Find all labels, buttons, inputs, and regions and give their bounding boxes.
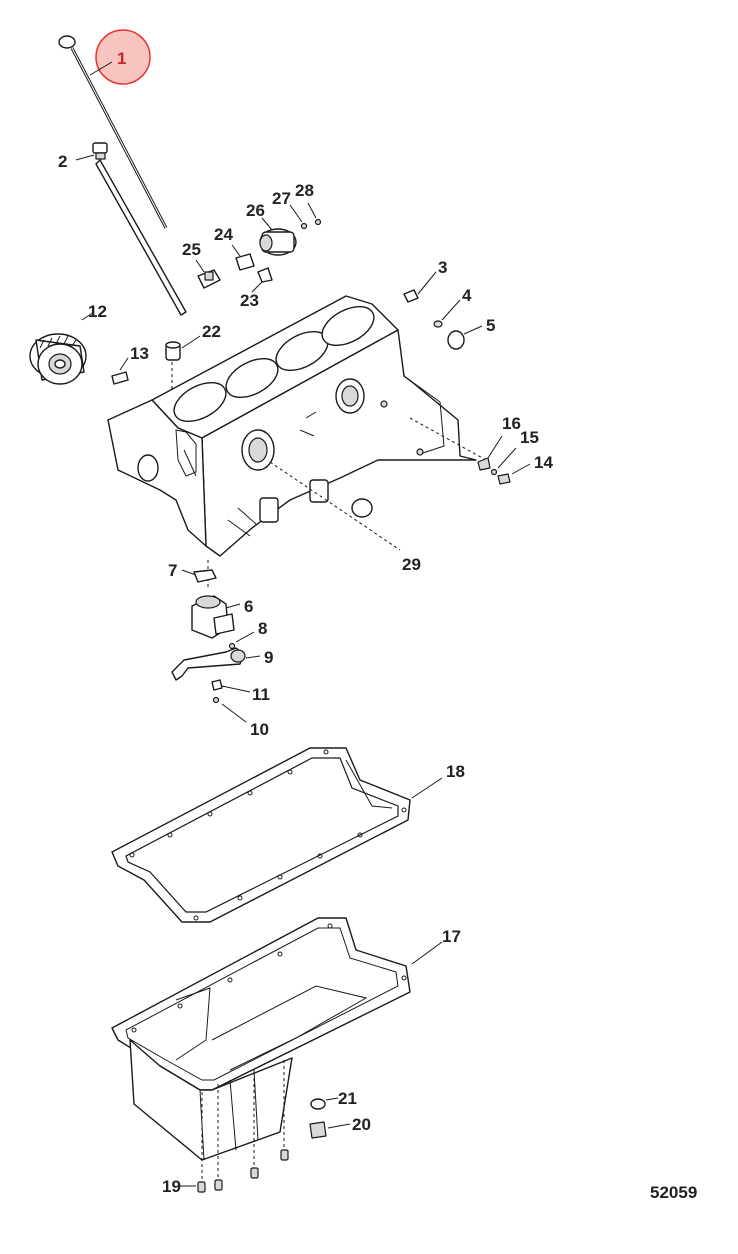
plug-4[interactable] [433, 320, 443, 328]
oil-pan[interactable] [111, 917, 411, 1161]
cup-plug[interactable] [165, 341, 181, 361]
callout-28: 28 [295, 181, 314, 200]
callout-10: 10 [250, 720, 269, 739]
dipstick[interactable] [58, 35, 168, 229]
pan-bolts-19[interactable] [197, 1060, 289, 1193]
callout-2: 2 [58, 152, 67, 171]
callout-25: 25 [182, 240, 201, 259]
callout-16: 16 [502, 414, 521, 433]
oil-filter[interactable] [29, 333, 87, 385]
callout-15: 15 [520, 428, 539, 447]
oil-pan-gasket[interactable] [111, 747, 411, 923]
callout-4: 4 [462, 286, 472, 305]
callout-13: 13 [130, 344, 149, 363]
callout-3: 3 [438, 258, 447, 277]
sensor-24[interactable] [235, 253, 255, 271]
callout-17: 17 [442, 927, 461, 946]
callout-23: 23 [240, 291, 259, 310]
core-plug-29[interactable] [351, 498, 373, 518]
screw-28[interactable] [314, 218, 322, 226]
callout-27: 27 [272, 189, 291, 208]
oil-pump-6[interactable] [191, 595, 235, 639]
callout-22: 22 [202, 322, 221, 341]
fitting-23[interactable] [257, 267, 273, 283]
callout-8: 8 [258, 619, 267, 638]
drain-plug-20[interactable] [309, 1121, 327, 1139]
callout-24: 24 [214, 225, 233, 244]
callout-18: 18 [446, 762, 465, 781]
sensor-25[interactable] [197, 269, 221, 289]
engine-block[interactable] [107, 295, 477, 557]
dipstick-tube[interactable] [92, 142, 187, 316]
pickup-tube-9[interactable] [171, 647, 246, 681]
dowel-pin[interactable] [111, 371, 129, 385]
callout-5: 5 [486, 316, 495, 335]
callout-11: 11 [252, 685, 270, 704]
drain-plug-14[interactable] [497, 473, 511, 485]
plug-3[interactable] [403, 289, 419, 303]
callout-9: 9 [264, 648, 273, 667]
clip-11[interactable] [211, 679, 223, 691]
callout-21: 21 [338, 1089, 357, 1108]
callout-1: 1 [117, 49, 126, 68]
screw-27[interactable] [300, 222, 308, 230]
washer-21[interactable] [310, 1098, 326, 1110]
callout-29: 29 [402, 555, 421, 574]
callout-19: 19 [162, 1177, 181, 1196]
callout-6: 6 [244, 597, 253, 616]
fitting-16[interactable] [477, 457, 491, 471]
callout-20: 20 [352, 1115, 371, 1134]
washer-15[interactable] [490, 468, 498, 476]
highlight-circle[interactable] [95, 29, 151, 85]
expansion-plug-5[interactable] [447, 330, 465, 350]
figure-number: 52059 [650, 1183, 697, 1202]
callout-7: 7 [168, 561, 177, 580]
callout-26: 26 [246, 201, 265, 220]
nut-10[interactable] [212, 696, 220, 704]
oil-pressure-sender-26[interactable] [259, 228, 297, 256]
bolt-8[interactable] [228, 642, 236, 650]
bracket-7[interactable] [193, 569, 217, 583]
callout-12: 12 [88, 302, 107, 321]
callout-14: 14 [534, 453, 553, 472]
